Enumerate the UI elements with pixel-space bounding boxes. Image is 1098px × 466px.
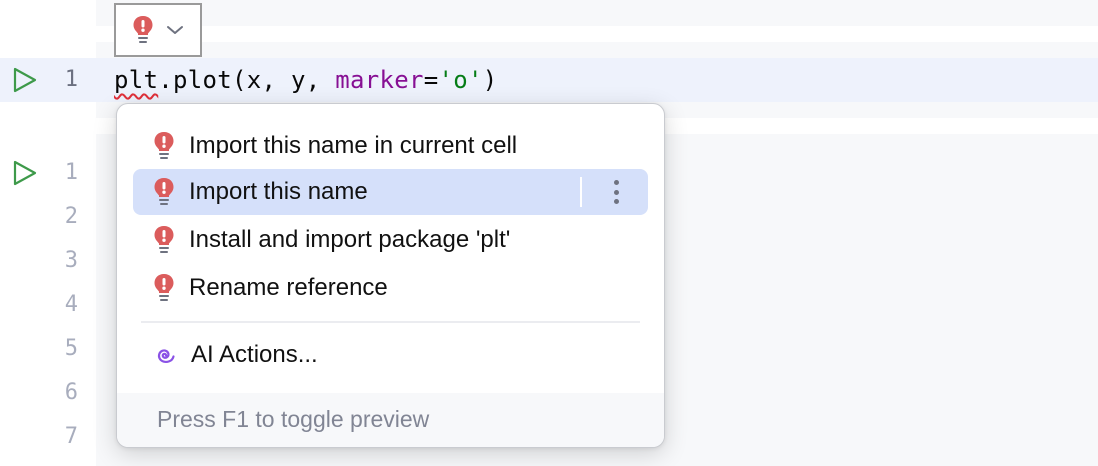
popup-footer-hint: Press F1 to toggle preview <box>117 393 664 447</box>
line-number: 6 <box>64 380 78 405</box>
menu-item-label: AI Actions... <box>191 341 318 368</box>
error-lightbulb-icon <box>154 274 174 301</box>
error-lightbulb-icon <box>154 132 174 159</box>
menu-item-import-this-name[interactable]: Import this name <box>133 169 648 215</box>
code-token-keyword-arg: marker <box>335 66 424 94</box>
menu-item-label: Rename reference <box>189 274 388 301</box>
menu-separator <box>141 321 640 323</box>
menu-item-label: Install and import package 'plt' <box>189 226 511 253</box>
code-token: ) <box>482 66 498 94</box>
menu-item-label: Import this name <box>189 178 368 205</box>
cell-gap <box>96 26 1098 42</box>
ai-spiral-icon <box>157 349 175 364</box>
run-cell-icon[interactable] <box>12 67 38 93</box>
item-divider <box>580 177 582 207</box>
menu-item-ai-actions[interactable]: AI Actions... <box>133 332 648 378</box>
code-token: = <box>423 66 439 94</box>
run-cell-icon[interactable] <box>12 160 38 186</box>
line-number: 5 <box>64 336 78 361</box>
line-number: 1 <box>64 160 78 185</box>
menu-item-install-and-import[interactable]: Install and import package 'plt' <box>133 217 648 263</box>
menu-item-label: Import this name in current cell <box>189 132 518 159</box>
unresolved-reference[interactable]: plt <box>114 66 159 94</box>
intention-actions-button[interactable] <box>114 3 202 57</box>
error-lightbulb-icon <box>133 16 153 43</box>
line-number: 1 <box>64 67 78 92</box>
cell-toolbar-area <box>96 0 1098 26</box>
code-token-string: 'o' <box>438 66 483 94</box>
line-number: 4 <box>64 292 78 317</box>
chevron-down-icon <box>167 26 183 34</box>
error-lightbulb-icon <box>154 178 174 205</box>
line-number: 7 <box>64 424 78 449</box>
error-lightbulb-icon <box>154 226 174 253</box>
line-number: 2 <box>64 204 78 229</box>
line-number: 3 <box>64 248 78 273</box>
code-token: .plot(x, y, <box>158 66 336 94</box>
menu-item-rename-reference[interactable]: Rename reference <box>133 265 648 311</box>
intention-actions-popup: Import this name in current cell Import … <box>116 103 665 448</box>
more-options-icon[interactable] <box>606 176 626 208</box>
code-line[interactable]: plt.plot(x, y, marker='o') <box>114 58 498 102</box>
current-line-highlight <box>0 58 1098 102</box>
menu-item-import-in-current-cell[interactable]: Import this name in current cell <box>133 123 648 169</box>
